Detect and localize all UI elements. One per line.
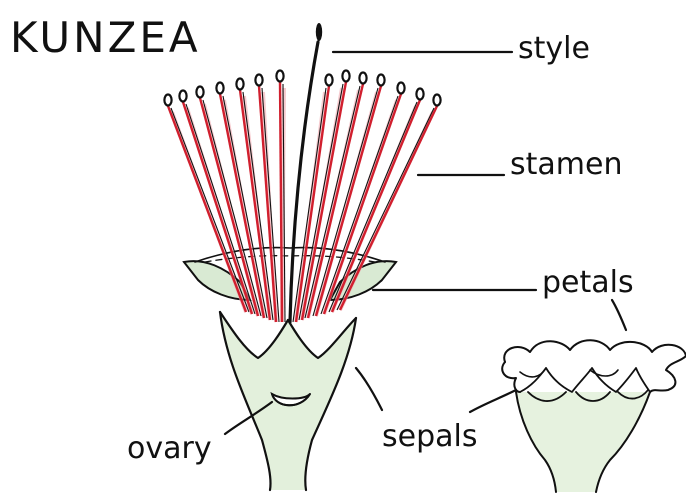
stamen-anther [433,95,440,106]
stamen-anther [276,71,283,82]
stamen-filament [340,106,437,310]
diagram-title: KUNZEA [10,13,201,62]
label-style: style [518,31,590,66]
label-ovary: ovary [127,431,212,466]
stamen-anther [342,71,349,82]
stamen-anther [359,73,366,84]
label-petals: petals [542,265,634,300]
stamen-anther [325,75,332,86]
stamen-anther [216,83,223,94]
stamen-anther [179,91,186,102]
stamen-anther [416,89,423,100]
stamen-anther [236,79,243,90]
stamen-anther [377,75,384,86]
flower-bud [502,340,686,492]
label-stamen: stamen [510,147,622,182]
sepals-bud-leader [470,390,516,412]
hypanthium [220,312,356,490]
stamen-anther [255,75,262,86]
sepals-leader [356,368,382,410]
stamen-anther [196,87,203,98]
stamen-anther [164,95,171,106]
stamen-anther [397,83,404,94]
petals-bud-leader [612,300,626,330]
label-sepals: sepals [382,419,477,454]
stamen-filament [280,82,282,322]
